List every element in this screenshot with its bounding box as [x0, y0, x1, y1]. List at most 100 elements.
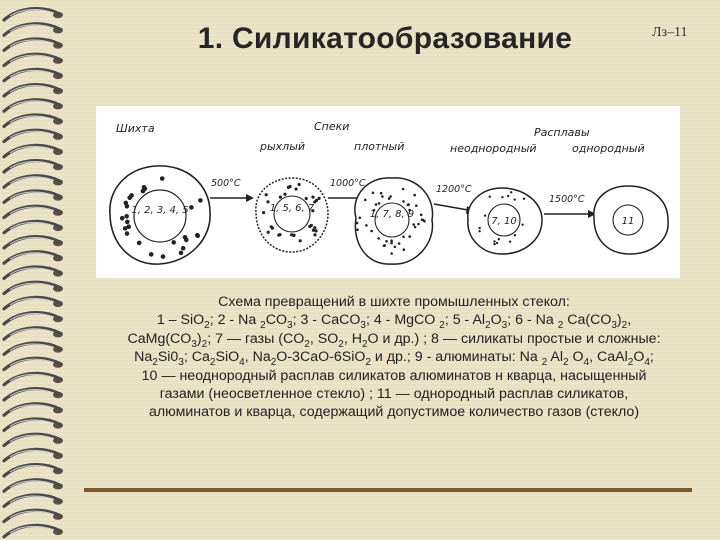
stage-1-batch: 1, 2, 3, 4, 5	[109, 165, 211, 265]
binding-wire	[2, 463, 62, 478]
particle-dot	[122, 226, 128, 231]
label-odnorodny: однородный	[572, 142, 645, 155]
particle-dot	[314, 229, 318, 233]
particle-dot	[311, 209, 315, 213]
particle-dot	[124, 214, 129, 219]
particle-dot	[371, 191, 375, 195]
particle-dot	[415, 204, 418, 207]
particle-dot	[478, 230, 481, 233]
particle-dot	[283, 192, 287, 196]
label-shikhta: Шихта	[116, 122, 155, 135]
particle-dot	[374, 203, 378, 206]
particle-dot	[292, 233, 296, 238]
slide-title: 1. Силикатообразование	[197, 22, 573, 55]
particle-dot	[266, 230, 270, 234]
particle-dot	[488, 195, 491, 198]
particle-dot	[408, 235, 412, 238]
particle-dot	[304, 196, 308, 201]
binding-wire	[2, 295, 62, 311]
binding-wire	[2, 493, 62, 508]
particle-dot	[160, 254, 166, 259]
particle-dot	[506, 194, 510, 198]
particle-dot	[389, 195, 392, 198]
binding-wire	[2, 22, 62, 37]
particle-dot	[189, 205, 194, 210]
caption-line-2: 1 – SiO2; 2 - Na 2CO3; 3 - CaCO3; 4 - Mg…	[156, 312, 632, 332]
particle-dot	[148, 252, 154, 257]
particle-dot	[358, 216, 362, 220]
particle-dot	[266, 200, 270, 204]
transformation-diagram: Шихта Спеки рыхлый плотный Расплавы неод…	[96, 106, 680, 278]
particle-dot	[363, 198, 367, 202]
particle-dot	[501, 196, 504, 199]
binding-wire	[2, 265, 62, 280]
particle-dot	[413, 225, 417, 229]
stage-5-homogeneous-melt: 11	[593, 185, 669, 255]
particle-dot	[314, 198, 319, 202]
binding-wire	[2, 523, 62, 539]
binding-wire	[2, 508, 62, 524]
label-plotny: плотный	[354, 140, 404, 153]
particle-dot	[125, 219, 130, 225]
stage-1-components: 1, 2, 3, 4, 5	[131, 205, 188, 216]
particle-dot	[385, 240, 388, 243]
figure-caption: Схема превращений в шихте промышленных с…	[88, 293, 700, 422]
particle-dot	[377, 237, 380, 240]
particle-dot	[478, 226, 481, 230]
particle-dot	[313, 233, 317, 237]
temp-1200: 1200°С	[436, 184, 472, 195]
particle-dot	[124, 204, 130, 209]
particle-dot	[317, 196, 321, 200]
particle-dot	[355, 221, 359, 225]
temp-1500: 1500°С	[549, 194, 585, 205]
particle-dot	[495, 241, 499, 245]
binding-wire	[2, 98, 62, 113]
particle-dot	[129, 193, 134, 198]
particle-dot	[298, 239, 302, 243]
particle-dot	[356, 228, 359, 231]
particle-dot	[402, 248, 406, 251]
caption-line-3: CaMg(CO3)2; 7 — газы (CO2, SO2, H2O и др…	[127, 330, 661, 350]
temp-1000: 1000°С	[330, 178, 366, 189]
binding-wire	[2, 311, 62, 326]
particle-dot	[119, 215, 125, 221]
binding-wire	[2, 174, 62, 189]
particle-dot	[483, 214, 487, 217]
particle-dot	[413, 193, 417, 197]
caption-line-6: газами (неосветленное стекло) ; 11 — одн…	[159, 386, 629, 403]
binding-wire	[2, 189, 62, 204]
stage-3-components: 1, 7, 8, 9	[370, 209, 415, 220]
particle-dot	[278, 195, 282, 199]
particle-dot	[497, 238, 500, 241]
binding-wire	[2, 280, 62, 296]
binding-wire	[2, 478, 62, 493]
particle-dot	[510, 191, 513, 194]
particle-dot	[401, 187, 405, 191]
binding-wire	[2, 113, 62, 128]
particle-dot	[180, 245, 186, 251]
temp-500: 500°С	[211, 178, 241, 189]
particle-dot	[159, 176, 165, 181]
particle-dot	[513, 198, 516, 201]
binding-wire	[2, 447, 62, 463]
particle-dot	[126, 224, 131, 229]
particle-dot	[521, 223, 524, 226]
particle-dot	[397, 242, 401, 245]
slide-number: Лз–11	[652, 25, 688, 40]
particle-dot	[311, 195, 315, 199]
particle-dot	[390, 239, 393, 242]
particle-dot	[136, 240, 142, 246]
stage-3-dense-sinter: 1, 7, 8, 9	[354, 177, 434, 265]
particle-dot	[308, 224, 312, 229]
label-rykhly: рыхлый	[259, 140, 305, 153]
particle-dot	[423, 219, 426, 223]
binding-wire	[2, 402, 62, 417]
stage-4-components: 7, 10	[491, 216, 516, 227]
binding-wire	[2, 432, 62, 448]
particle-dot	[124, 231, 130, 236]
stage-4-heterogeneous-melt: 7, 10	[467, 187, 543, 255]
particle-dot	[311, 228, 315, 232]
particle-dot	[381, 195, 384, 198]
particle-dot	[379, 191, 383, 195]
particle-dot	[419, 213, 423, 217]
